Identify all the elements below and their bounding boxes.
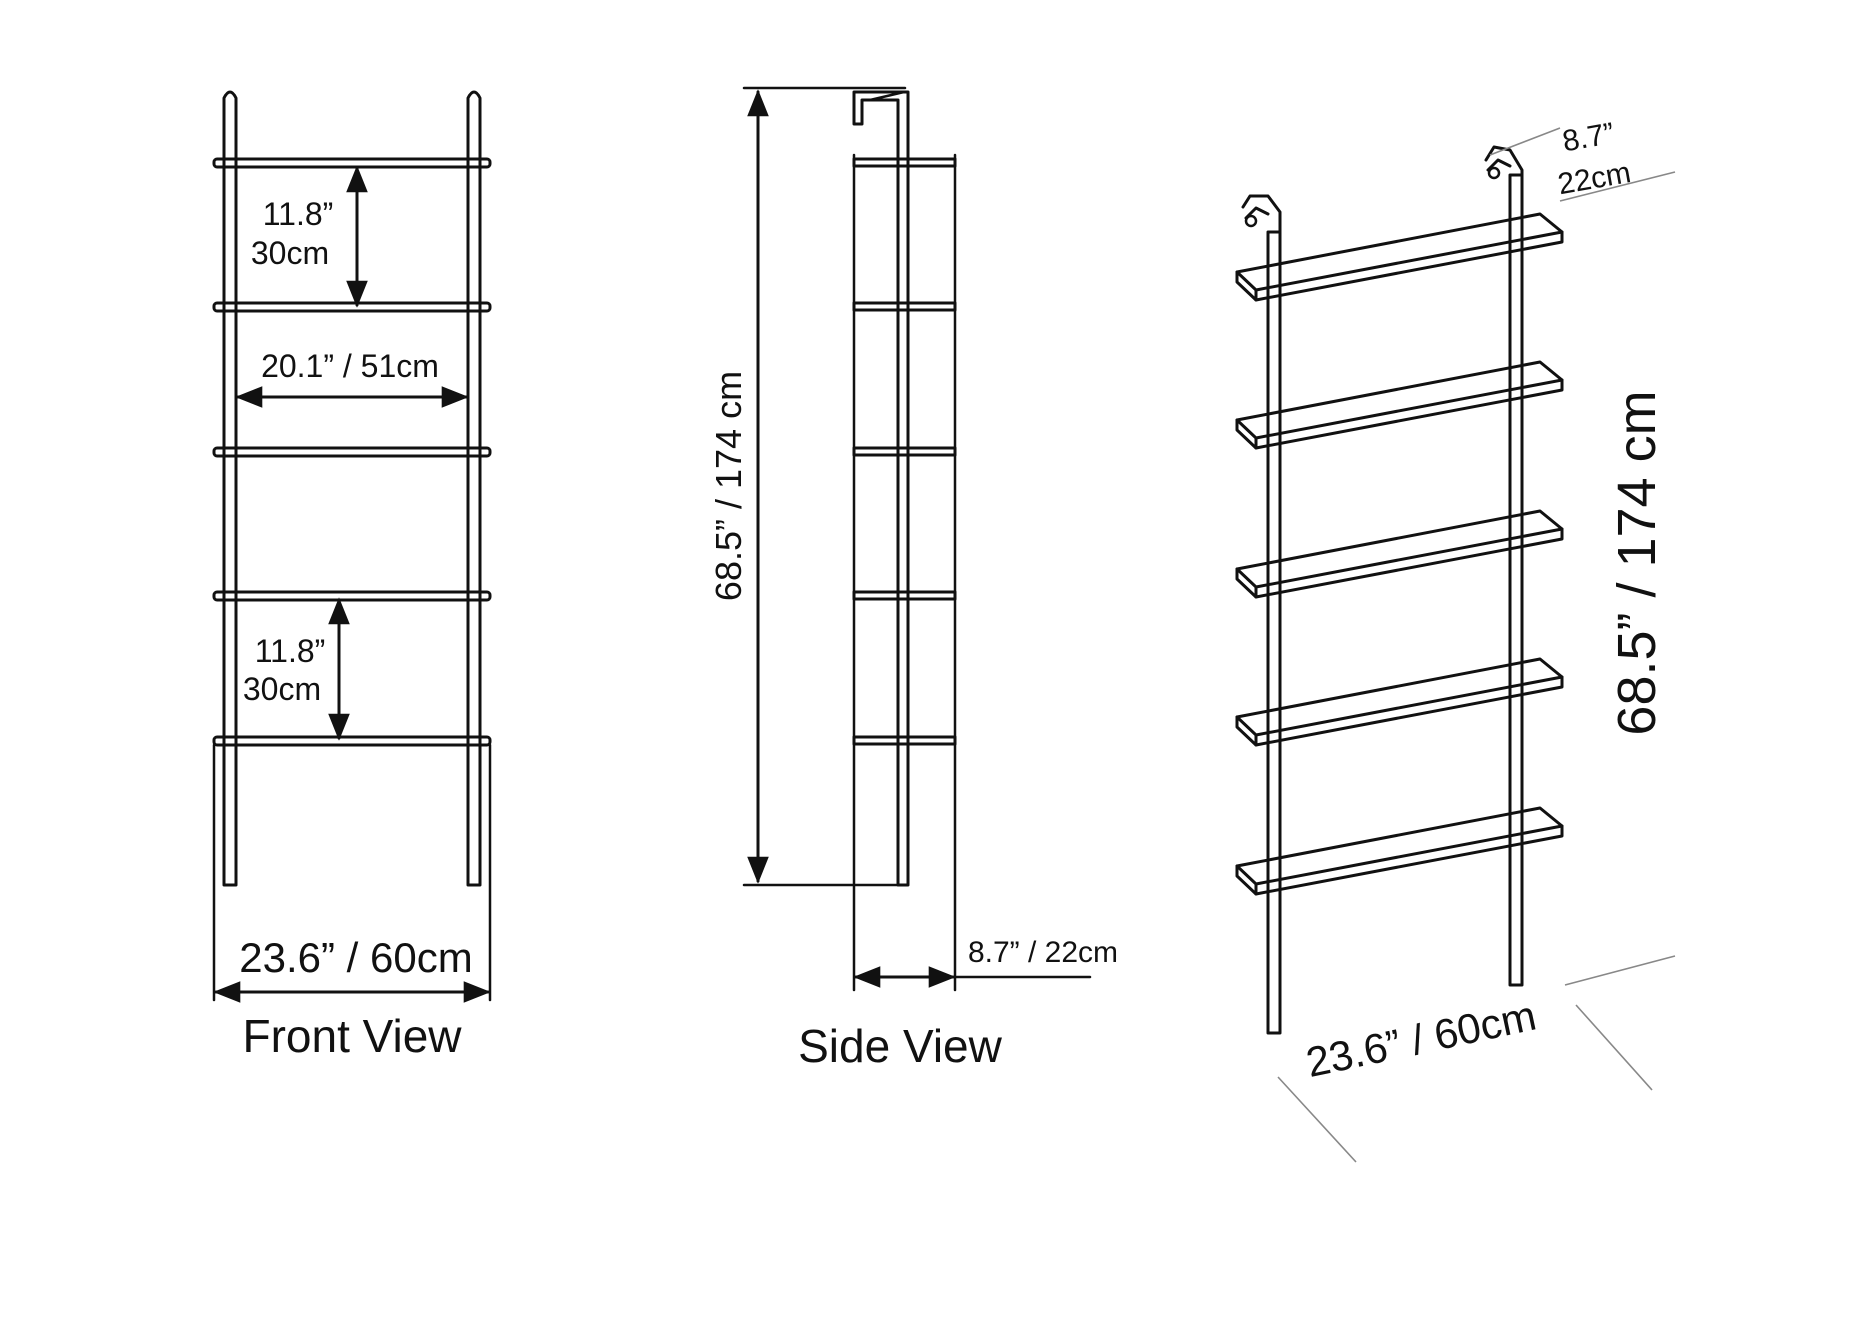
side-shelf-4: [852, 590, 957, 601]
front-top-gap-cm: 30cm: [251, 235, 329, 271]
front-inner-width-label: 20.1” / 51cm: [261, 348, 439, 384]
front-right-post: [466, 90, 482, 887]
front-view: 11.8” 30cm 20.1” / 51cm 11.8” 30cm 23.6”…: [212, 90, 492, 1062]
perspective-view: 8.7” 22cm 68.5” / 174 cm 23.6” / 60cm: [1235, 117, 1676, 1163]
perspective-depth-cm: 22cm: [1555, 156, 1633, 201]
side-post: [852, 90, 910, 887]
perspective-shelves: [1235, 212, 1564, 896]
front-bottom-gap-in: 11.8”: [255, 633, 326, 669]
perspective-depth-in: 8.7”: [1560, 117, 1617, 158]
front-overall-width-label: 23.6” / 60cm: [239, 934, 472, 981]
front-shelf-4: [212, 590, 492, 602]
side-shelf-1: [852, 157, 957, 168]
perspective-shelf-4: [1235, 657, 1564, 747]
perspective-shelf-1: [1235, 212, 1564, 302]
side-shelf-2: [852, 301, 957, 312]
perspective-right-hook: [1484, 145, 1524, 234]
front-left-post: [222, 90, 238, 887]
front-shelf-2: [212, 301, 492, 313]
front-view-caption: Front View: [242, 1010, 462, 1062]
front-top-gap-in: 11.8”: [263, 196, 334, 232]
perspective-shelf-5: [1235, 806, 1564, 896]
perspective-left-post: [1266, 230, 1282, 1035]
perspective-left-hook: [1241, 194, 1282, 234]
perspective-shelf-3: [1235, 509, 1564, 599]
front-shelf-1: [212, 157, 492, 169]
side-shelves: [852, 157, 957, 746]
perspective-right-post: [1508, 173, 1524, 987]
side-shelf-3: [852, 446, 957, 457]
side-depth-label: 8.7” / 22cm: [968, 936, 1118, 969]
front-shelf-5: [212, 735, 492, 747]
side-view: 68.5” / 174 cm 8.7” / 22cm Side View: [708, 86, 1118, 1072]
perspective-height-label: 68.5” / 174 cm: [1607, 390, 1667, 735]
side-view-caption: Side View: [798, 1020, 1003, 1072]
perspective-width-label: 23.6” / 60cm: [1302, 992, 1540, 1087]
side-shelf-5: [852, 735, 957, 746]
front-shelf-3: [212, 446, 492, 458]
perspective-shelf-2: [1235, 360, 1564, 450]
side-height-label: 68.5” / 174 cm: [708, 371, 749, 601]
front-bottom-gap-cm: 30cm: [243, 671, 321, 707]
